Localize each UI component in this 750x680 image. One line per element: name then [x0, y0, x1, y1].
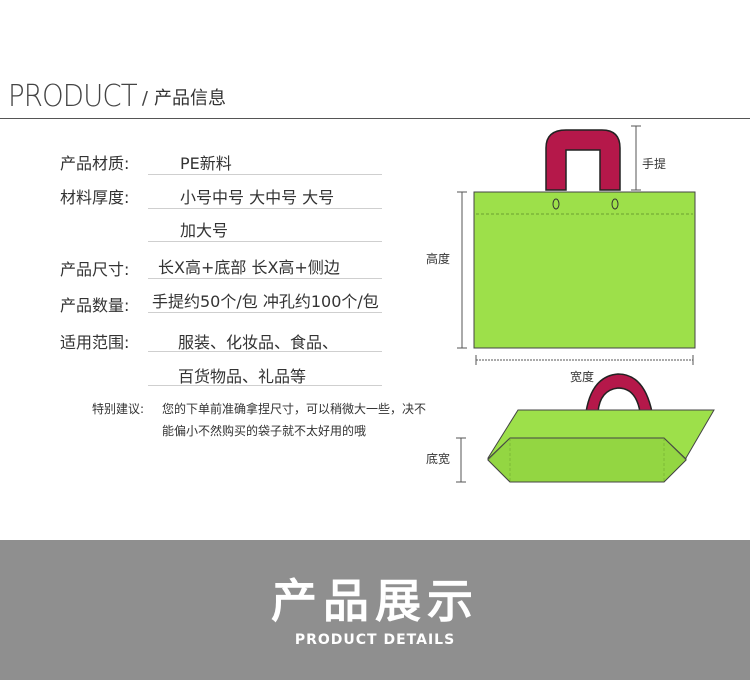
spec-label-thickness: 材料厚度:: [60, 188, 130, 207]
banner-title-cn: 产品展示: [271, 574, 479, 628]
spec-label-size: 产品尺寸:: [60, 260, 130, 279]
spec-underline: [148, 241, 382, 242]
spec-value-thickness: 小号中号 大中号 大号: [180, 188, 335, 207]
dim-label-width: 宽度: [570, 370, 595, 384]
dim-label-handle: 手提: [642, 157, 667, 171]
header-title-en: PRODUCT: [8, 79, 138, 114]
bag-diagram: [456, 125, 715, 483]
product-display-banner: [0, 540, 750, 680]
spec-underline: [148, 278, 382, 279]
bag-body: [473, 191, 696, 349]
tip-line-1: 您的下单前准确拿捏尺寸，可以稍微大一些，决不: [162, 402, 427, 416]
header-divider: [0, 118, 750, 119]
tip-line-2: 能偏小不然购买的袋子就不太好用的哦: [162, 424, 367, 438]
spec-underline: [148, 312, 382, 313]
dim-label-bottom: 底宽: [426, 452, 451, 466]
spec-value-thickness-2: 加大号: [180, 221, 229, 240]
spec-value-quantity: 手提约50个/包 冲孔约100个/包: [152, 292, 379, 311]
header-title-cn: 产品信息: [153, 88, 226, 109]
header-separator: /: [141, 88, 148, 109]
spec-underline: [148, 351, 382, 352]
spec-underline: [148, 385, 382, 386]
spec-value-usage: 服装、化妆品、食品、: [178, 333, 339, 352]
spec-label-material: 产品材质:: [60, 154, 130, 173]
bag-handle: [545, 129, 621, 191]
banner-title-en: PRODUCT DETAILS: [294, 632, 456, 648]
tip-label: 特别建议:: [92, 402, 145, 416]
spec-label-usage: 适用范围:: [60, 333, 130, 352]
spec-value-size: 长X高+底部 长X高+侧边: [158, 258, 340, 277]
spec-value-usage-2: 百货物品、礼品等: [178, 367, 307, 386]
section-header: PRODUCT / 产品信息: [8, 78, 226, 114]
dim-label-height: 高度: [426, 252, 451, 266]
spec-value-material: PE新料: [180, 154, 232, 173]
bag-bottom-handle: [585, 373, 653, 413]
spec-underline: [148, 208, 382, 209]
spec-underline: [148, 174, 382, 175]
spec-label-quantity: 产品数量:: [60, 296, 130, 315]
